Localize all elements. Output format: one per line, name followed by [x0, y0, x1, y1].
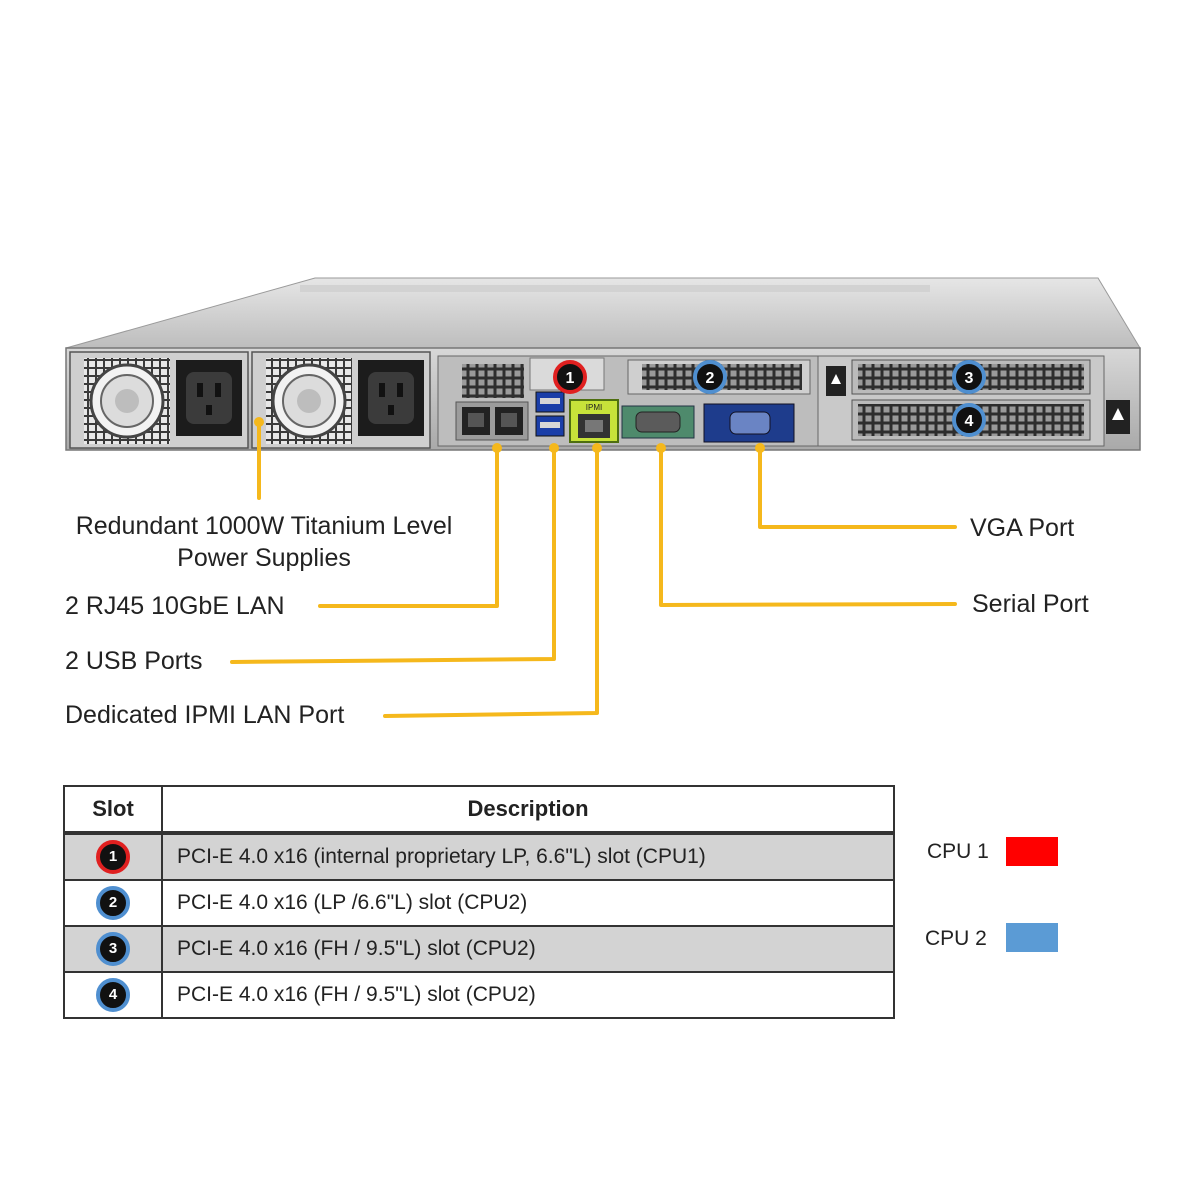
legend-cpu2-swatch: [1006, 923, 1058, 952]
line-vga-port: [758, 446, 957, 529]
description-cell: PCI-E 4.0 x16 (FH / 9.5"L) slot (CPU2): [161, 971, 895, 1019]
description-cell: PCI-E 4.0 x16 (internal proprietary LP, …: [161, 832, 895, 881]
ipmi-lan-port: IPMI: [569, 399, 619, 443]
power-supply-2: [251, 351, 431, 449]
usb-ports: [535, 391, 565, 437]
table-row: 2 PCI-E 4.0 x16 (LP /6.6"L) slot (CPU2): [63, 879, 895, 927]
chassis-badge-4: 4: [952, 403, 986, 437]
label-rj45-lan: 2 RJ45 10GbE LAN: [65, 592, 285, 620]
legend-cpu1-label: CPU 1: [927, 840, 989, 863]
power-supply-1: [69, 351, 249, 449]
slot-cell: 1: [63, 832, 163, 881]
description-cell: PCI-E 4.0 x16 (LP /6.6"L) slot (CPU2): [161, 879, 895, 927]
label-ipmi-port: Dedicated IPMI LAN Port: [65, 701, 345, 729]
ipmi-tag-text: IPMI: [586, 403, 602, 412]
line-rj45-lan: [318, 446, 499, 608]
header-description: Description: [161, 785, 895, 835]
slot-badge: 4: [96, 978, 130, 1012]
slot-badge: 1: [96, 840, 130, 874]
callout-lines: [230, 417, 957, 718]
chassis-badge-3: 3: [952, 360, 986, 394]
slot-cell: 2: [63, 879, 163, 927]
label-vga-port: VGA Port: [970, 514, 1075, 542]
vga-port-connector: [703, 403, 795, 443]
chassis-badge-1: 1: [553, 360, 587, 394]
slot-badge: 3: [96, 932, 130, 966]
label-usb-ports: 2 USB Ports: [65, 647, 203, 675]
svg-text:4: 4: [965, 413, 974, 430]
line-ipmi-port: [383, 446, 599, 718]
svg-text:1: 1: [566, 370, 575, 387]
line-serial-port: [659, 446, 957, 607]
rj45-lan-ports: [462, 407, 523, 435]
table-row: 1 PCI-E 4.0 x16 (internal proprietary LP…: [63, 832, 895, 881]
slot-cell: 4: [63, 971, 163, 1019]
label-power-supplies: Redundant 1000W Titanium Level Power Sup…: [75, 512, 453, 572]
chassis-badge-2: 2: [693, 360, 727, 394]
svg-text:3: 3: [965, 370, 974, 387]
slot-badge: 2: [96, 886, 130, 920]
table-header-row: Slot Description: [63, 785, 895, 835]
slot-table: Slot Description 1 PCI-E 4.0 x16 (intern…: [63, 785, 895, 1019]
header-slot: Slot: [63, 785, 163, 835]
line-usb-ports: [230, 446, 556, 664]
slot-cell: 3: [63, 925, 163, 973]
svg-text:2: 2: [706, 370, 715, 387]
table-row: 4 PCI-E 4.0 x16 (FH / 9.5"L) slot (CPU2): [63, 971, 895, 1019]
label-serial-port: Serial Port: [972, 590, 1089, 618]
table-row: 3 PCI-E 4.0 x16 (FH / 9.5"L) slot (CPU2): [63, 925, 895, 973]
description-cell: PCI-E 4.0 x16 (FH / 9.5"L) slot (CPU2): [161, 925, 895, 973]
legend-cpu1-swatch: [1006, 837, 1058, 866]
legend-cpu2-label: CPU 2: [925, 927, 987, 950]
serial-port-connector: [621, 405, 695, 439]
